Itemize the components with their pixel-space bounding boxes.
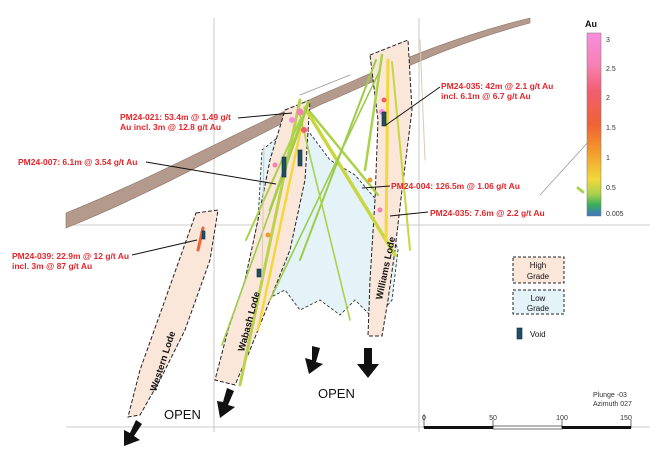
colorbar-tick-1: 1: [606, 155, 610, 162]
void-swatch: [516, 327, 523, 340]
callout-pm24-035-low-line1: PM24-035: 7.6m @ 2.2 g/t Au: [430, 208, 545, 218]
colorbar-tick-3: 3: [606, 37, 610, 44]
legend: High Grade Low Grade Void: [512, 256, 565, 340]
void-blocks: [201, 111, 387, 278]
low-grade-swatch: [512, 289, 565, 315]
scale-label-100: 100: [556, 415, 568, 422]
colorbar-title: Au: [585, 19, 597, 29]
colorbar-tick-2-5: 2.5: [606, 66, 616, 73]
callout-pm24-021-line1: PM24-021: 53.4m @ 1.49 g/t: [120, 112, 231, 122]
open-arrow-center-left: [217, 388, 235, 418]
plunge-label: Plunge -03: [593, 392, 627, 399]
callout-pm24-035-top-line1: PM24-035: 42m @ 2.1 g/t Au: [441, 81, 554, 91]
open-label-middle: OPEN: [318, 386, 355, 401]
open-arrow-right: [357, 348, 379, 378]
callout-pm24-035-top: PM24-035: 42m @ 2.1 g/t Au incl. 6.1m @ …: [441, 81, 553, 101]
low-grade-label-line2: Grade: [527, 304, 550, 313]
callout-pm24-039-line2: incl. 3m @ 87 g/t Au: [12, 261, 93, 271]
high-grade-label-line1: High: [530, 261, 546, 270]
colorbar-tick-0-005: 0.005: [606, 211, 624, 218]
void-label: Void: [530, 330, 546, 339]
high-grade-label-line2: Grade: [527, 272, 550, 281]
open-arrows: [124, 346, 379, 446]
callout-pm24-007: PM24-007: 6.1m @ 3.54 g/t Au: [18, 157, 137, 167]
colorbar-tick-0-5: 0.5: [606, 185, 616, 192]
callout-pm24-004-line1: PM24-004: 126.5m @ 1.06 g/t Au: [391, 181, 520, 191]
callout-pm24-021-line2: Au incl. 3m @ 12.8 g/t Au: [120, 122, 222, 132]
callout-pm24-039: PM24-039: 22.9m @ 12 g/t Au incl. 3m @ 8…: [12, 251, 129, 271]
callout-pm24-035-low: PM24-035: 7.6m @ 2.2 g/t Au: [430, 208, 545, 218]
scale-bar: 0 50 100 150: [422, 414, 632, 430]
colorbar-tick-2: 2: [606, 95, 610, 102]
open-arrow-center: [305, 346, 323, 374]
au-colorbar: Au 3 2.5 2 1.5 1 0.5 0.005: [585, 19, 624, 218]
scale-label-50: 50: [489, 415, 497, 422]
scale-label-0: 0: [422, 415, 426, 422]
callout-pm24-039-line1: PM24-039: 22.9m @ 12 g/t Au: [12, 251, 130, 261]
topographic-surface: [65, 17, 531, 229]
low-grade-label-line1: Low: [531, 294, 546, 303]
colorbar-tick-1-5: 1.5: [606, 125, 616, 132]
scale-label-150: 150: [620, 415, 632, 422]
open-label-left: OPEN: [164, 407, 201, 422]
leader-lines: [131, 86, 441, 256]
callout-pm24-007-line1: PM24-007: 6.1m @ 3.54 g/t Au: [18, 157, 138, 167]
open-arrow-left: [124, 420, 142, 446]
callout-pm24-021: PM24-021: 53.4m @ 1.49 g/t Au incl. 3m @…: [120, 112, 231, 132]
western-lode-outline: [127, 209, 219, 418]
callout-pm24-004: PM24-004: 126.5m @ 1.06 g/t Au: [391, 181, 520, 191]
colorbar-gradient: [586, 32, 602, 217]
callout-pm24-035-top-line2: incl. 6.1m @ 6.7 g/t Au: [441, 91, 531, 101]
high-grade-swatch: [512, 256, 565, 284]
azimuth-label: Azimuth 027: [593, 401, 632, 408]
